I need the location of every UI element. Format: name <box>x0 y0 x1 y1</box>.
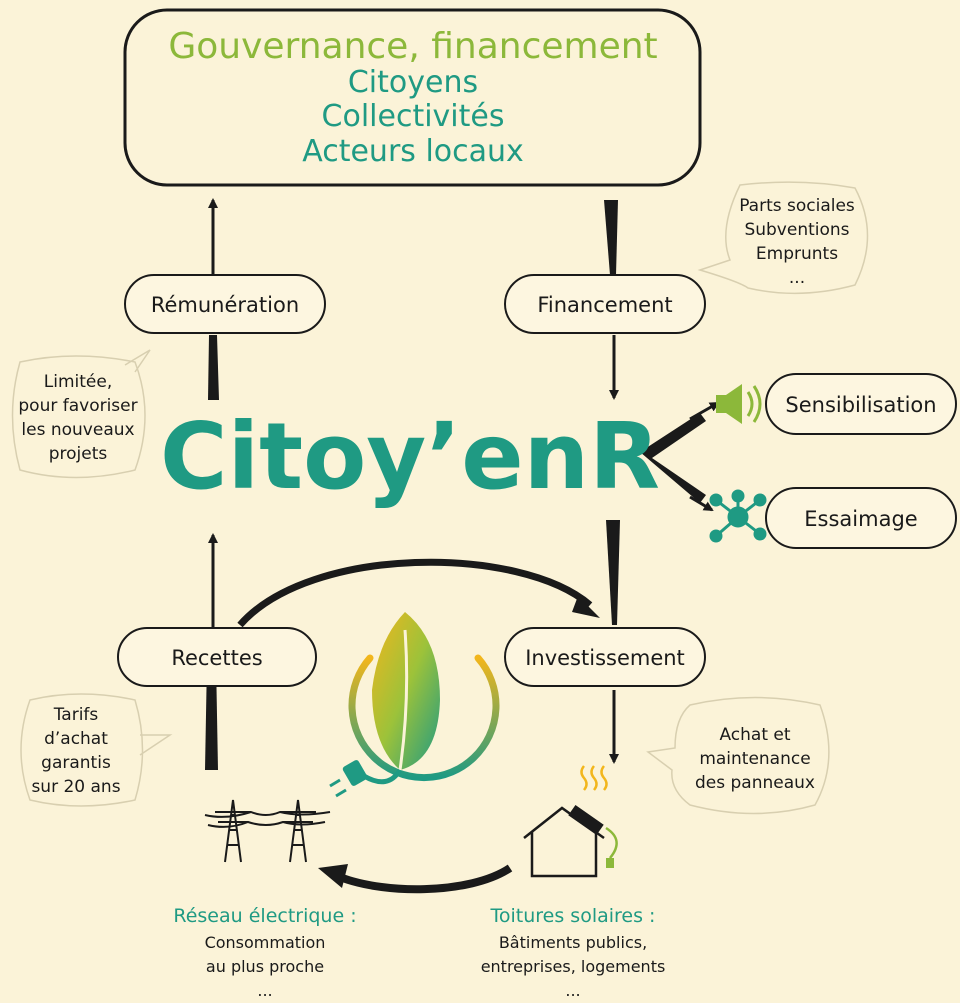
left-flow-arrows <box>205 198 219 770</box>
svg-text:Recettes: Recettes <box>171 646 262 670</box>
svg-text:des panneaux: des panneaux <box>695 773 815 793</box>
network-icon <box>709 489 767 543</box>
svg-text:projets: projets <box>49 444 108 464</box>
node-financement: Financement <box>504 274 706 334</box>
curve-arrowhead-top <box>572 596 600 618</box>
curve-arrowhead-bottom <box>318 864 348 888</box>
svg-text:Emprunts: Emprunts <box>756 244 838 264</box>
right-flow-arrows <box>604 200 620 764</box>
svg-text:Financement: Financement <box>537 293 672 317</box>
governance-title: Gouvernance, financement <box>168 26 657 67</box>
toitures-title: Toitures solaires : <box>490 905 656 927</box>
svg-text:Subventions: Subventions <box>744 220 849 240</box>
house-solar-icon <box>523 765 618 878</box>
svg-text:garantis: garantis <box>41 753 111 773</box>
svg-text:Consommation: Consommation <box>205 933 326 952</box>
svg-text:Rémunération: Rémunération <box>151 293 299 317</box>
arrow-remuneration-stem <box>208 335 219 400</box>
svg-text:maintenance: maintenance <box>699 749 810 769</box>
node-sensibilisation: Sensibilisation <box>765 373 957 435</box>
svg-text:pour favoriser: pour favoriser <box>18 396 137 416</box>
svg-text:entreprises, logements: entreprises, logements <box>481 957 666 976</box>
governance-collectivites: Collectivités <box>322 99 505 134</box>
svg-text:...: ... <box>257 981 272 1000</box>
node-investissement: Investissement <box>504 627 706 687</box>
governance-citoyens: Citoyens <box>348 65 478 100</box>
node-essaimage: Essaimage <box>765 487 957 549</box>
governance-acteurs: Acteurs locaux <box>302 134 524 169</box>
leaf-plug-icon <box>329 612 500 798</box>
svg-text:Parts sociales: Parts sociales <box>739 196 855 216</box>
bottom-right-caption: Toitures solaires : Bâtiments publics, e… <box>481 905 666 1000</box>
bubble-investissement-note: Achat et maintenance des panneaux <box>646 696 830 815</box>
speaker-icon <box>716 384 762 424</box>
svg-text:Tarifs: Tarifs <box>53 705 99 725</box>
svg-text:...: ... <box>789 268 805 288</box>
svg-text:Essaimage: Essaimage <box>804 507 917 531</box>
bubble-financement-note: Parts sociales Subventions Emprunts ... <box>697 181 869 295</box>
node-recettes: Recettes <box>117 627 317 687</box>
bubble-recettes-note: Tarifs d’achat garantis sur 20 ans <box>20 693 173 807</box>
svg-text:Achat et: Achat et <box>719 725 790 745</box>
svg-text:...: ... <box>565 981 580 1000</box>
bubble-remuneration-note: Limitée, pour favoriser les nouveaux pro… <box>11 349 151 479</box>
arrow-center-stem <box>606 520 620 625</box>
governance-box: Gouvernance, financement Citoyens Collec… <box>123 8 702 187</box>
svg-text:Bâtiments publics,: Bâtiments publics, <box>499 933 647 952</box>
pylon-icon <box>204 799 331 863</box>
svg-text:Sensibilisation: Sensibilisation <box>785 393 936 417</box>
arrow-recettes-stem <box>205 660 218 770</box>
curve-recettes-investissement <box>237 558 593 628</box>
svg-text:les nouveaux: les nouveaux <box>21 420 134 440</box>
bottom-left-caption: Réseau électrique : Consommation au plus… <box>173 905 356 1000</box>
node-remuneration: Rémunération <box>124 274 326 334</box>
svg-text:Investissement: Investissement <box>525 646 685 670</box>
arrow-governance-stem <box>604 200 618 275</box>
center-title: Citoy’enR <box>160 403 660 510</box>
branch-arrows <box>640 401 720 512</box>
curve-roof-to-grid <box>333 864 513 894</box>
svg-text:d’achat: d’achat <box>44 729 108 749</box>
svg-text:au plus proche: au plus proche <box>206 957 324 976</box>
reseau-title: Réseau électrique : <box>173 905 356 927</box>
svg-text:Limitée,: Limitée, <box>44 372 112 392</box>
svg-text:sur 20 ans: sur 20 ans <box>31 777 120 797</box>
